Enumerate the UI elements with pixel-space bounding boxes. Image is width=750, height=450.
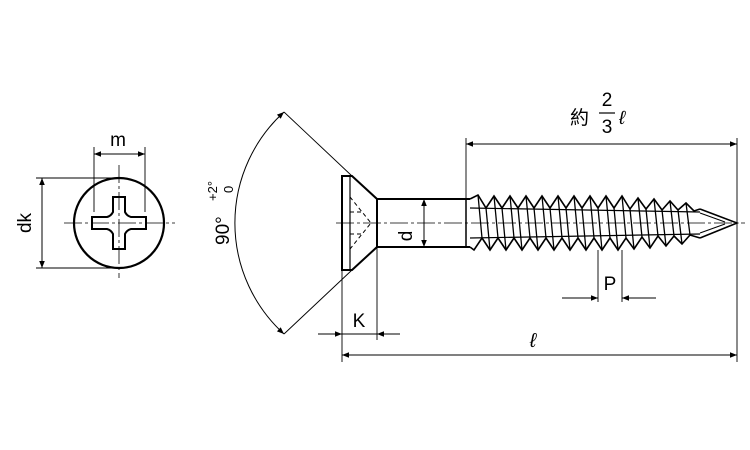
approx-prefix: 約 [570,107,589,129]
angle-extension-top [283,111,353,177]
tip-inner-top [699,212,726,223]
thread-section [469,193,740,252]
fraction-denominator: 3 [602,117,613,138]
thread-crest-bottom [469,234,701,252]
angle-tolerance-lower: 0 [221,186,236,193]
screw-tip [699,208,740,239]
thread-crest-top [469,193,701,212]
thread-flank [477,194,483,239]
thread-flank [597,207,603,251]
phillips-recess-icon [91,196,147,250]
thread-flank [509,195,515,239]
thread-flank [485,207,491,251]
thread-flank [517,207,523,251]
thread-flank [525,195,531,239]
thread-flank [581,207,587,251]
thread-flanks [477,194,691,251]
fraction-numerator: 2 [602,90,613,111]
thread-flank [629,208,635,250]
thread-flank [605,195,611,239]
thread-flank [565,207,571,251]
m-label: m [110,130,126,151]
thread-flank [621,195,627,239]
thread-flank [557,195,563,239]
length-label: ℓ [529,330,538,352]
thread-flank [653,198,659,237]
thread-flank [573,195,579,239]
dk-label: dk [15,212,36,233]
angle-arc [234,111,285,335]
angle-extension-bottom [283,269,353,335]
thread-flank [549,207,555,251]
screw-side-view: d 90° +2° 0 K P ℓ 約 2 [205,90,745,362]
thread-flank [669,200,675,237]
angle-label: 90° +2° 0 [205,181,236,245]
thread-flank [677,209,683,245]
thread-flank [661,209,667,247]
d-label: d [396,231,417,242]
thread-flank [613,207,619,251]
thread-flank [493,195,499,239]
thread-length-label: 約 2 3 ℓ [570,90,626,138]
p-label: P [604,274,617,295]
thread-flank [685,202,691,236]
angle-tolerance-upper: +2° [205,181,220,201]
angle-main-label: 90° [213,216,234,245]
thread-flank [501,207,507,251]
k-label: K [353,311,366,332]
thread-flank [637,197,643,238]
fraction-suffix: ℓ [618,108,626,129]
thread-flank [589,195,595,239]
thread-flank [533,207,539,251]
head-front-view: m dk [15,130,175,278]
thread-root-top [469,207,701,213]
thread-flank [541,195,547,239]
thread-flank [645,208,651,249]
tip-inner-bottom [699,223,726,234]
